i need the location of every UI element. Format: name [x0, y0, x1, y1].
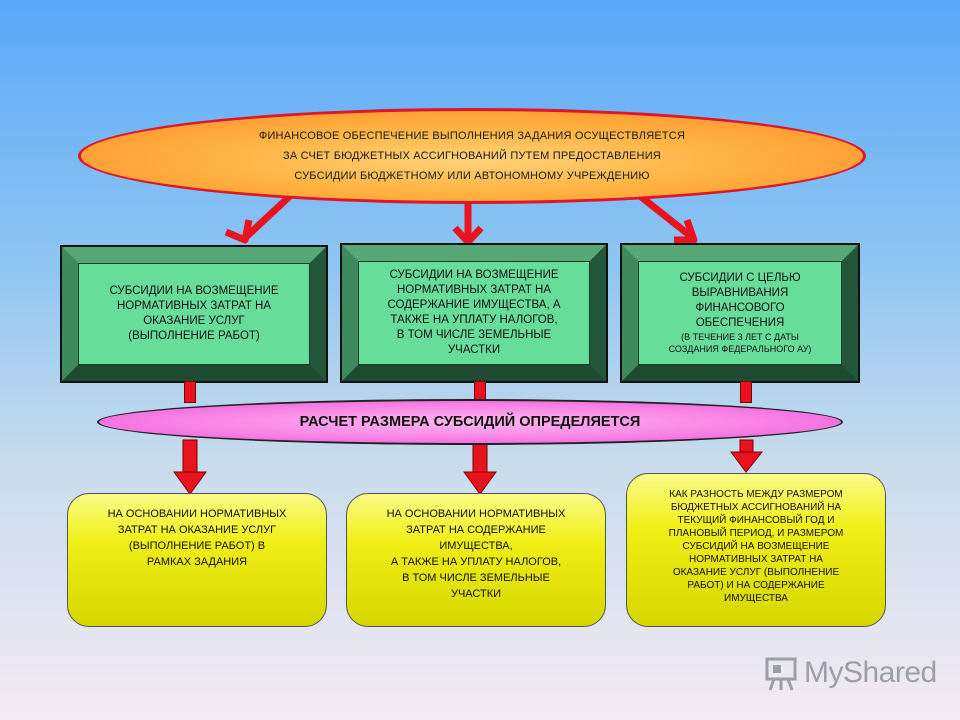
myshared-logo: MyShared [764, 652, 937, 696]
subsidy-box-equalization-line-4: ОБЕСПЕЧЕНИЯ [695, 317, 785, 329]
basis-box-property: НА ОСНОВАНИИ НОРМАТИВНЫХ ЗАТРАТ НА СОДЕР… [346, 493, 606, 627]
subsidy-box-property-line-4: ТАКЖЕ НА УПЛАТУ НАЛОГОВ, [390, 314, 558, 326]
bevel-frame [62, 247, 326, 381]
subsidy-box-services-face: СУБСИДИИ НА ВОЗМЕЩЕНИЕ НОРМАТИВНЫХ ЗАТРА… [78, 263, 310, 365]
down-arrow-center [463, 439, 497, 495]
subsidy-box-services-line-1: СУБСИДИИ НА ВОЗМЕЩЕНИЕ [109, 285, 279, 297]
down-arrow-left [173, 439, 207, 495]
basis-box-services-line-1: НА ОСНОВАНИИ НОРМАТИВНЫХ [107, 508, 287, 520]
basis-box-difference-line-7: ОКАЗАНИЕ УСЛУГ (ВЫПОЛНЕНИЕ [672, 567, 840, 578]
basis-box-property-line-1: НА ОСНОВАНИИ НОРМАТИВНЫХ [386, 508, 566, 520]
basis-box-services-line-3: (ВЫПОЛНЕНИЕ РАБОТ) В [128, 540, 266, 552]
financing-line-2: ЗА СЧЕТ БЮДЖЕТНЫХ АССИГНОВАНИЙ ПУТЕМ ПРЕ… [283, 150, 661, 162]
basis-box-difference-line-6: НОРМАТИВНЫХ ЗАТРАТ НА [689, 554, 823, 565]
subsidy-box-property-line-1: СУБСИДИИ НА ВОЗМЕЩЕНИЕ [389, 269, 559, 281]
basis-box-property-line-5: В ТОМ ЧИСЛЕ ЗЕМЕЛЬНЫЕ [402, 572, 550, 584]
arrow-right [637, 193, 698, 244]
subsidy-box-services: СУБСИДИИ НА ВОЗМЕЩЕНИЕ НОРМАТИВНЫХ ЗАТРА… [60, 245, 328, 383]
bevel-frame [342, 245, 606, 381]
down-arrow-right [730, 439, 764, 473]
subsidy-box-services-line-2: НОРМАТИВНЫХ ЗАТРАТ НА [116, 300, 272, 312]
financing-line-1: ФИНАНСОВОЕ ОБЕСПЕЧЕНИЕ ВЫПОЛНЕНИЯ ЗАДАНИ… [258, 130, 686, 142]
basis-box-difference-line-4: ПЛАНОВЫЙ ПЕРИОД, И РАЗМЕРОМ [668, 528, 844, 539]
basis-box-services-line-4: РАМКАХ ЗАДАНИЯ [146, 556, 248, 568]
subsidy-box-equalization-note-2: СОЗДАНИЯ ФЕДЕРАЛЬНОГО АУ) [668, 344, 812, 354]
basis-box-difference-line-5: СУБСИДИЙ НА ВОЗМЕЩЕНИЕ [682, 541, 830, 552]
basis-box-difference: КАК РАЗНОСТЬ МЕЖДУ РАЗМЕРОМ БЮДЖЕТНЫХ АС… [626, 473, 886, 627]
basis-box-property-line-6: УЧАСТКИ [450, 588, 502, 600]
presentation-board-icon [765, 657, 797, 691]
connector-stub-right [740, 381, 752, 403]
subsidy-box-property-line-3: СОДЕРЖАНИЕ ИМУЩЕСТВА, А [387, 299, 561, 311]
calculation-label: РАСЧЕТ РАЗМЕРА СУБСИДИЙ ОПРЕДЕЛЯЕТСЯ [299, 414, 641, 430]
basis-box-difference-line-2: БЮДЖЕТНЫХ АССИГНОВАНИЙ НА [670, 502, 842, 513]
basis-box-property-line-4: А ТАКЖЕ НА УПЛАТУ НАЛОГОВ, [390, 556, 562, 568]
subsidy-box-property-line-5: В ТОМ ЧИСЛЕ ЗЕМЕЛЬНЫЕ [396, 329, 552, 341]
basis-box-property-line-2: ЗАТРАТ НА СОДЕРЖАНИЕ [406, 524, 546, 536]
arrow-left [224, 193, 293, 244]
subsidy-box-equalization-line-2: ВЫРАВНИВАНИЯ [691, 287, 789, 299]
subsidy-box-services-line-3: ОКАЗАНИЕ УСЛУГ [143, 315, 245, 327]
subsidy-box-services-line-4: (ВЫПОЛНЕНИЕ РАБОТ) [128, 330, 260, 342]
basis-box-services-line-2: ЗАТРАТ НА ОКАЗАНИЕ УСЛУГ [117, 524, 277, 536]
logo-text: MyShared [804, 656, 937, 689]
basis-box-difference-line-3: ТЕКУЩИЙ ФИНАНСОВЫЙ ГОД И [677, 515, 835, 526]
basis-box-difference-line-9: ИМУЩЕСТВА [724, 593, 788, 604]
subsidy-box-property-line-2: НОРМАТИВНЫХ ЗАТРАТ НА [396, 284, 552, 296]
basis-box-services: НА ОСНОВАНИИ НОРМАТИВНЫХ ЗАТРАТ НА ОКАЗА… [67, 493, 327, 627]
bevel-frame [622, 245, 858, 381]
connector-stub-left [184, 381, 196, 403]
financing-oval: ФИНАНСОВОЕ ОБЕСПЕЧЕНИЕ ВЫПОЛНЕНИЯ ЗАДАНИ… [78, 108, 866, 204]
subsidy-box-equalization: СУБСИДИИ С ЦЕЛЬЮ ВЫРАВНИВАНИЯ ФИНАНСОВОГ… [620, 243, 860, 383]
basis-box-difference-line-8: РАБОТ) И НА СОДЕРЖАНИЕ [687, 580, 825, 591]
subsidy-box-property-line-6: УЧАСТКИ [447, 344, 501, 356]
subsidy-box-property-face: СУБСИДИИ НА ВОЗМЕЩЕНИЕ НОРМАТИВНЫХ ЗАТРА… [358, 261, 590, 365]
subsidy-box-equalization-note-1: (В ТЕЧЕНИЕ 3 ЛЕТ С ДАТЫ [681, 332, 799, 342]
arrow-center [452, 204, 484, 246]
subsidy-box-property: СУБСИДИИ НА ВОЗМЕЩЕНИЕ НОРМАТИВНЫХ ЗАТРА… [340, 243, 608, 383]
subsidy-box-equalization-line-1: СУБСИДИИ С ЦЕЛЬЮ [679, 272, 801, 284]
calculation-oval: РАСЧЕТ РАЗМЕРА СУБСИДИЙ ОПРЕДЕЛЯЕТСЯ [97, 399, 843, 445]
subsidy-box-equalization-line-3: ФИНАНСОВОГО [695, 302, 785, 314]
basis-box-difference-line-1: КАК РАЗНОСТЬ МЕЖДУ РАЗМЕРОМ [669, 489, 843, 500]
subsidy-box-equalization-face: СУБСИДИИ С ЦЕЛЬЮ ВЫРАВНИВАНИЯ ФИНАНСОВОГ… [638, 261, 842, 365]
financing-line-3: СУБСИДИИ БЮДЖЕТНОМУ ИЛИ АВТОНОМНОМУ УЧРЕ… [294, 170, 650, 182]
basis-box-property-line-3: ИМУЩЕСТВА, [439, 540, 513, 552]
